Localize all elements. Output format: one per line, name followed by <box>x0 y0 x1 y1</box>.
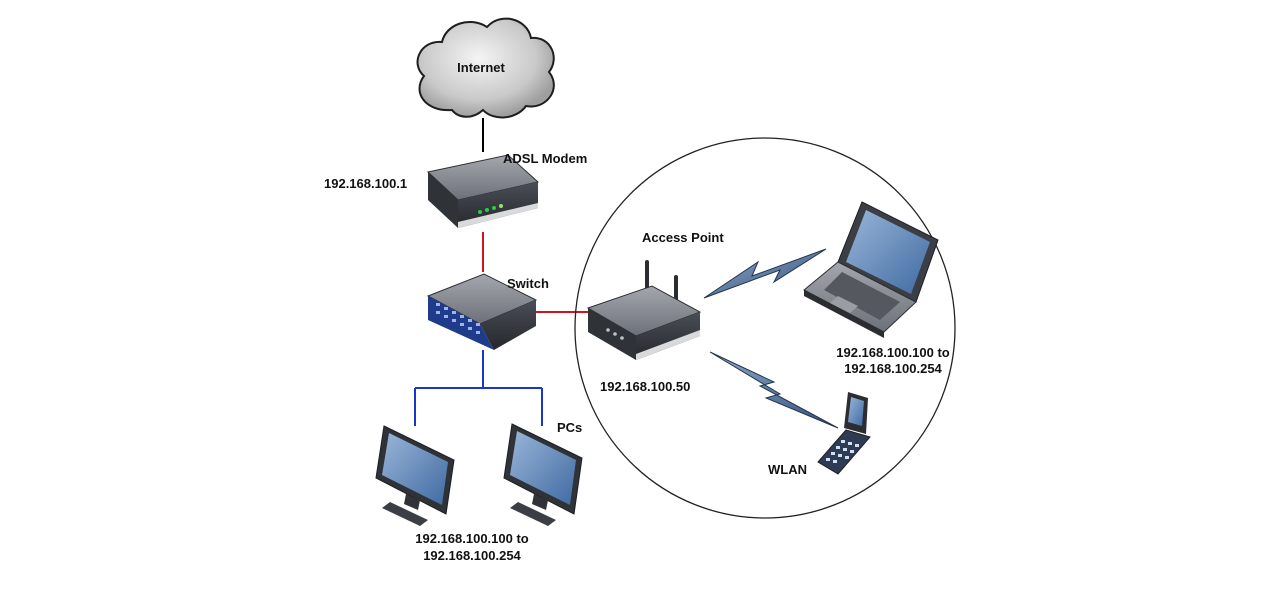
internet-label: Internet <box>457 60 505 75</box>
wlan-label: WLAN <box>768 462 807 477</box>
internet-cloud-icon <box>416 17 555 119</box>
laptop-ip-line2: 192.168.100.254 <box>844 361 942 376</box>
switch-icon <box>426 273 538 350</box>
pc-monitor-left-icon <box>375 425 455 526</box>
pc-monitor-right-icon <box>503 423 583 526</box>
modem-label: ADSL Modem <box>503 151 587 166</box>
wireless-signal-phone-icon <box>709 351 839 429</box>
pcs-ip-line1: 192.168.100.100 to <box>415 531 529 546</box>
access-point-ip: 192.168.100.50 <box>600 379 690 394</box>
access-point-label: Access Point <box>642 230 724 245</box>
switch-label: Switch <box>507 276 549 291</box>
pcs-ip-line2: 192.168.100.254 <box>423 548 521 563</box>
laptop-ip-line1: 192.168.100.100 to <box>836 345 950 360</box>
pcs-label: PCs <box>557 420 582 435</box>
access-point-icon <box>586 260 702 360</box>
switch-pcs-links <box>414 350 543 426</box>
wireless-signal-laptop-icon <box>703 248 827 299</box>
adsl-modem-icon <box>426 154 540 228</box>
modem-ip: 192.168.100.1 <box>324 176 407 191</box>
phone-icon <box>817 392 871 475</box>
laptop-icon <box>803 201 939 338</box>
wireless-zone-circle <box>574 137 956 519</box>
